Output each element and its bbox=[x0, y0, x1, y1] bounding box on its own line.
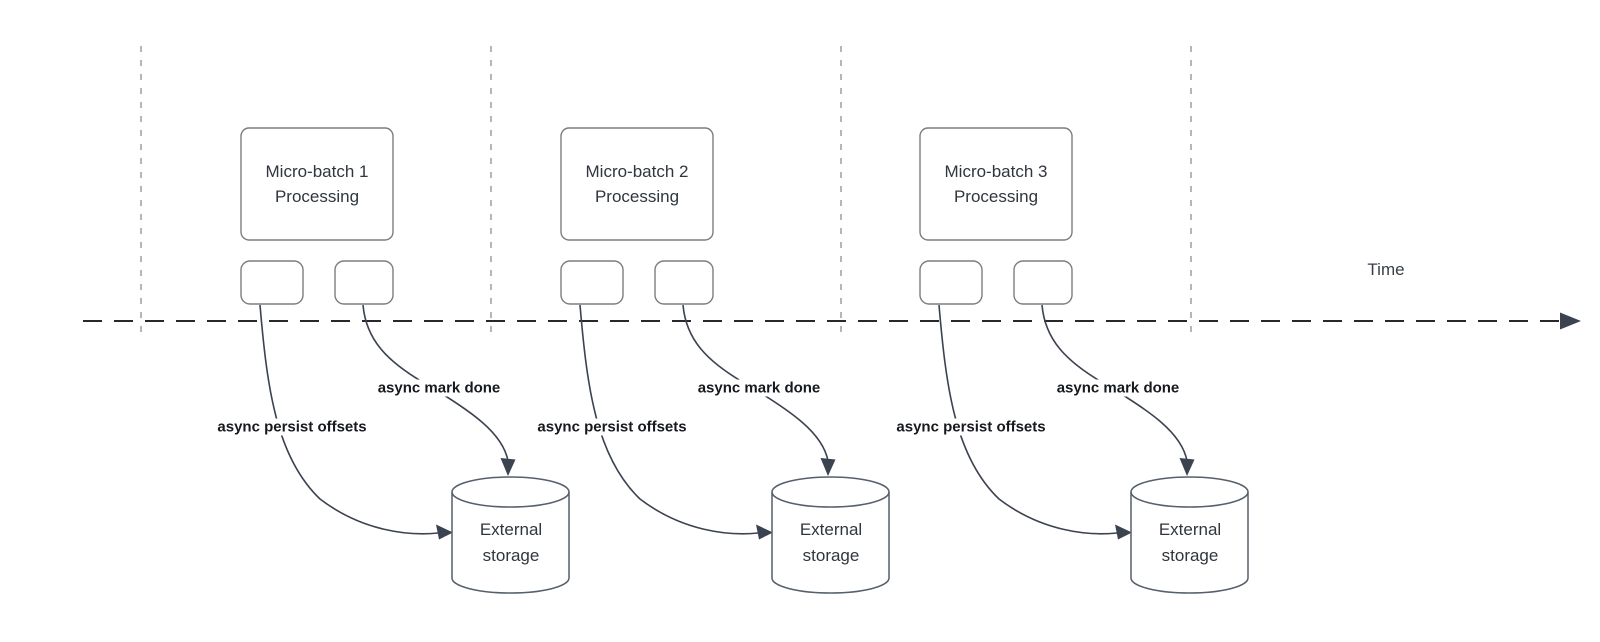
commit-box bbox=[334, 260, 394, 305]
micro-batch-group-2: Micro-batch 2 Processing async persist o… bbox=[534, 127, 900, 607]
persist-arrowhead-icon bbox=[436, 524, 453, 540]
mark-done-label: async mark done bbox=[694, 379, 824, 397]
micro-batch-group-3: Micro-batch 3 Processing async persist o… bbox=[893, 127, 1259, 607]
time-axis-label: Time bbox=[1367, 260, 1405, 279]
processing-box-label: Micro-batch 3 Processing bbox=[944, 162, 1048, 206]
external-storage-label: External storage bbox=[799, 520, 863, 565]
persist-offsets-arrow bbox=[259, 304, 439, 535]
persist-offsets-arrow bbox=[579, 304, 759, 535]
storage-cylinder-lid bbox=[1130, 491, 1249, 508]
offset-box bbox=[240, 260, 304, 305]
micro-batch-shapes bbox=[240, 127, 570, 594]
persist-offsets-label: async persist offsets bbox=[893, 418, 1049, 436]
time-axis-arrowhead-icon bbox=[1560, 312, 1581, 330]
mark-done-arrowhead-icon bbox=[500, 458, 516, 476]
external-storage-label: External storage bbox=[1158, 520, 1222, 565]
processing-box bbox=[919, 127, 1073, 241]
micro-batch-group-1: Micro-batch 1 Processing async persist o… bbox=[214, 127, 580, 607]
micro-batch-shapes bbox=[919, 127, 1249, 594]
storage-cylinder bbox=[771, 476, 890, 594]
offset-box bbox=[919, 260, 983, 305]
mark-done-arrowhead-icon bbox=[820, 458, 836, 476]
persist-offsets-arrow bbox=[938, 304, 1118, 535]
persist-offsets-label: async persist offsets bbox=[214, 418, 370, 436]
storage-cylinder-lid bbox=[771, 491, 890, 508]
persist-arrowhead-icon bbox=[1115, 524, 1132, 540]
storage-cylinder-lid bbox=[451, 491, 570, 508]
processing-box bbox=[560, 127, 714, 241]
commit-box bbox=[1013, 260, 1073, 305]
offset-box bbox=[560, 260, 624, 305]
commit-box bbox=[654, 260, 714, 305]
persist-arrowhead-icon bbox=[756, 524, 773, 540]
mark-done-label: async mark done bbox=[1053, 379, 1183, 397]
persist-offsets-label: async persist offsets bbox=[534, 418, 690, 436]
external-storage-label: External storage bbox=[479, 520, 543, 565]
processing-box-label: Micro-batch 1 Processing bbox=[265, 162, 369, 206]
micro-batch-shapes bbox=[560, 127, 890, 594]
processing-box-label: Micro-batch 2 Processing bbox=[585, 162, 689, 206]
mark-done-arrowhead-icon bbox=[1179, 458, 1195, 476]
mark-done-label: async mark done bbox=[374, 379, 504, 397]
storage-cylinder bbox=[1130, 476, 1249, 594]
processing-box bbox=[240, 127, 394, 241]
storage-cylinder bbox=[451, 476, 570, 594]
